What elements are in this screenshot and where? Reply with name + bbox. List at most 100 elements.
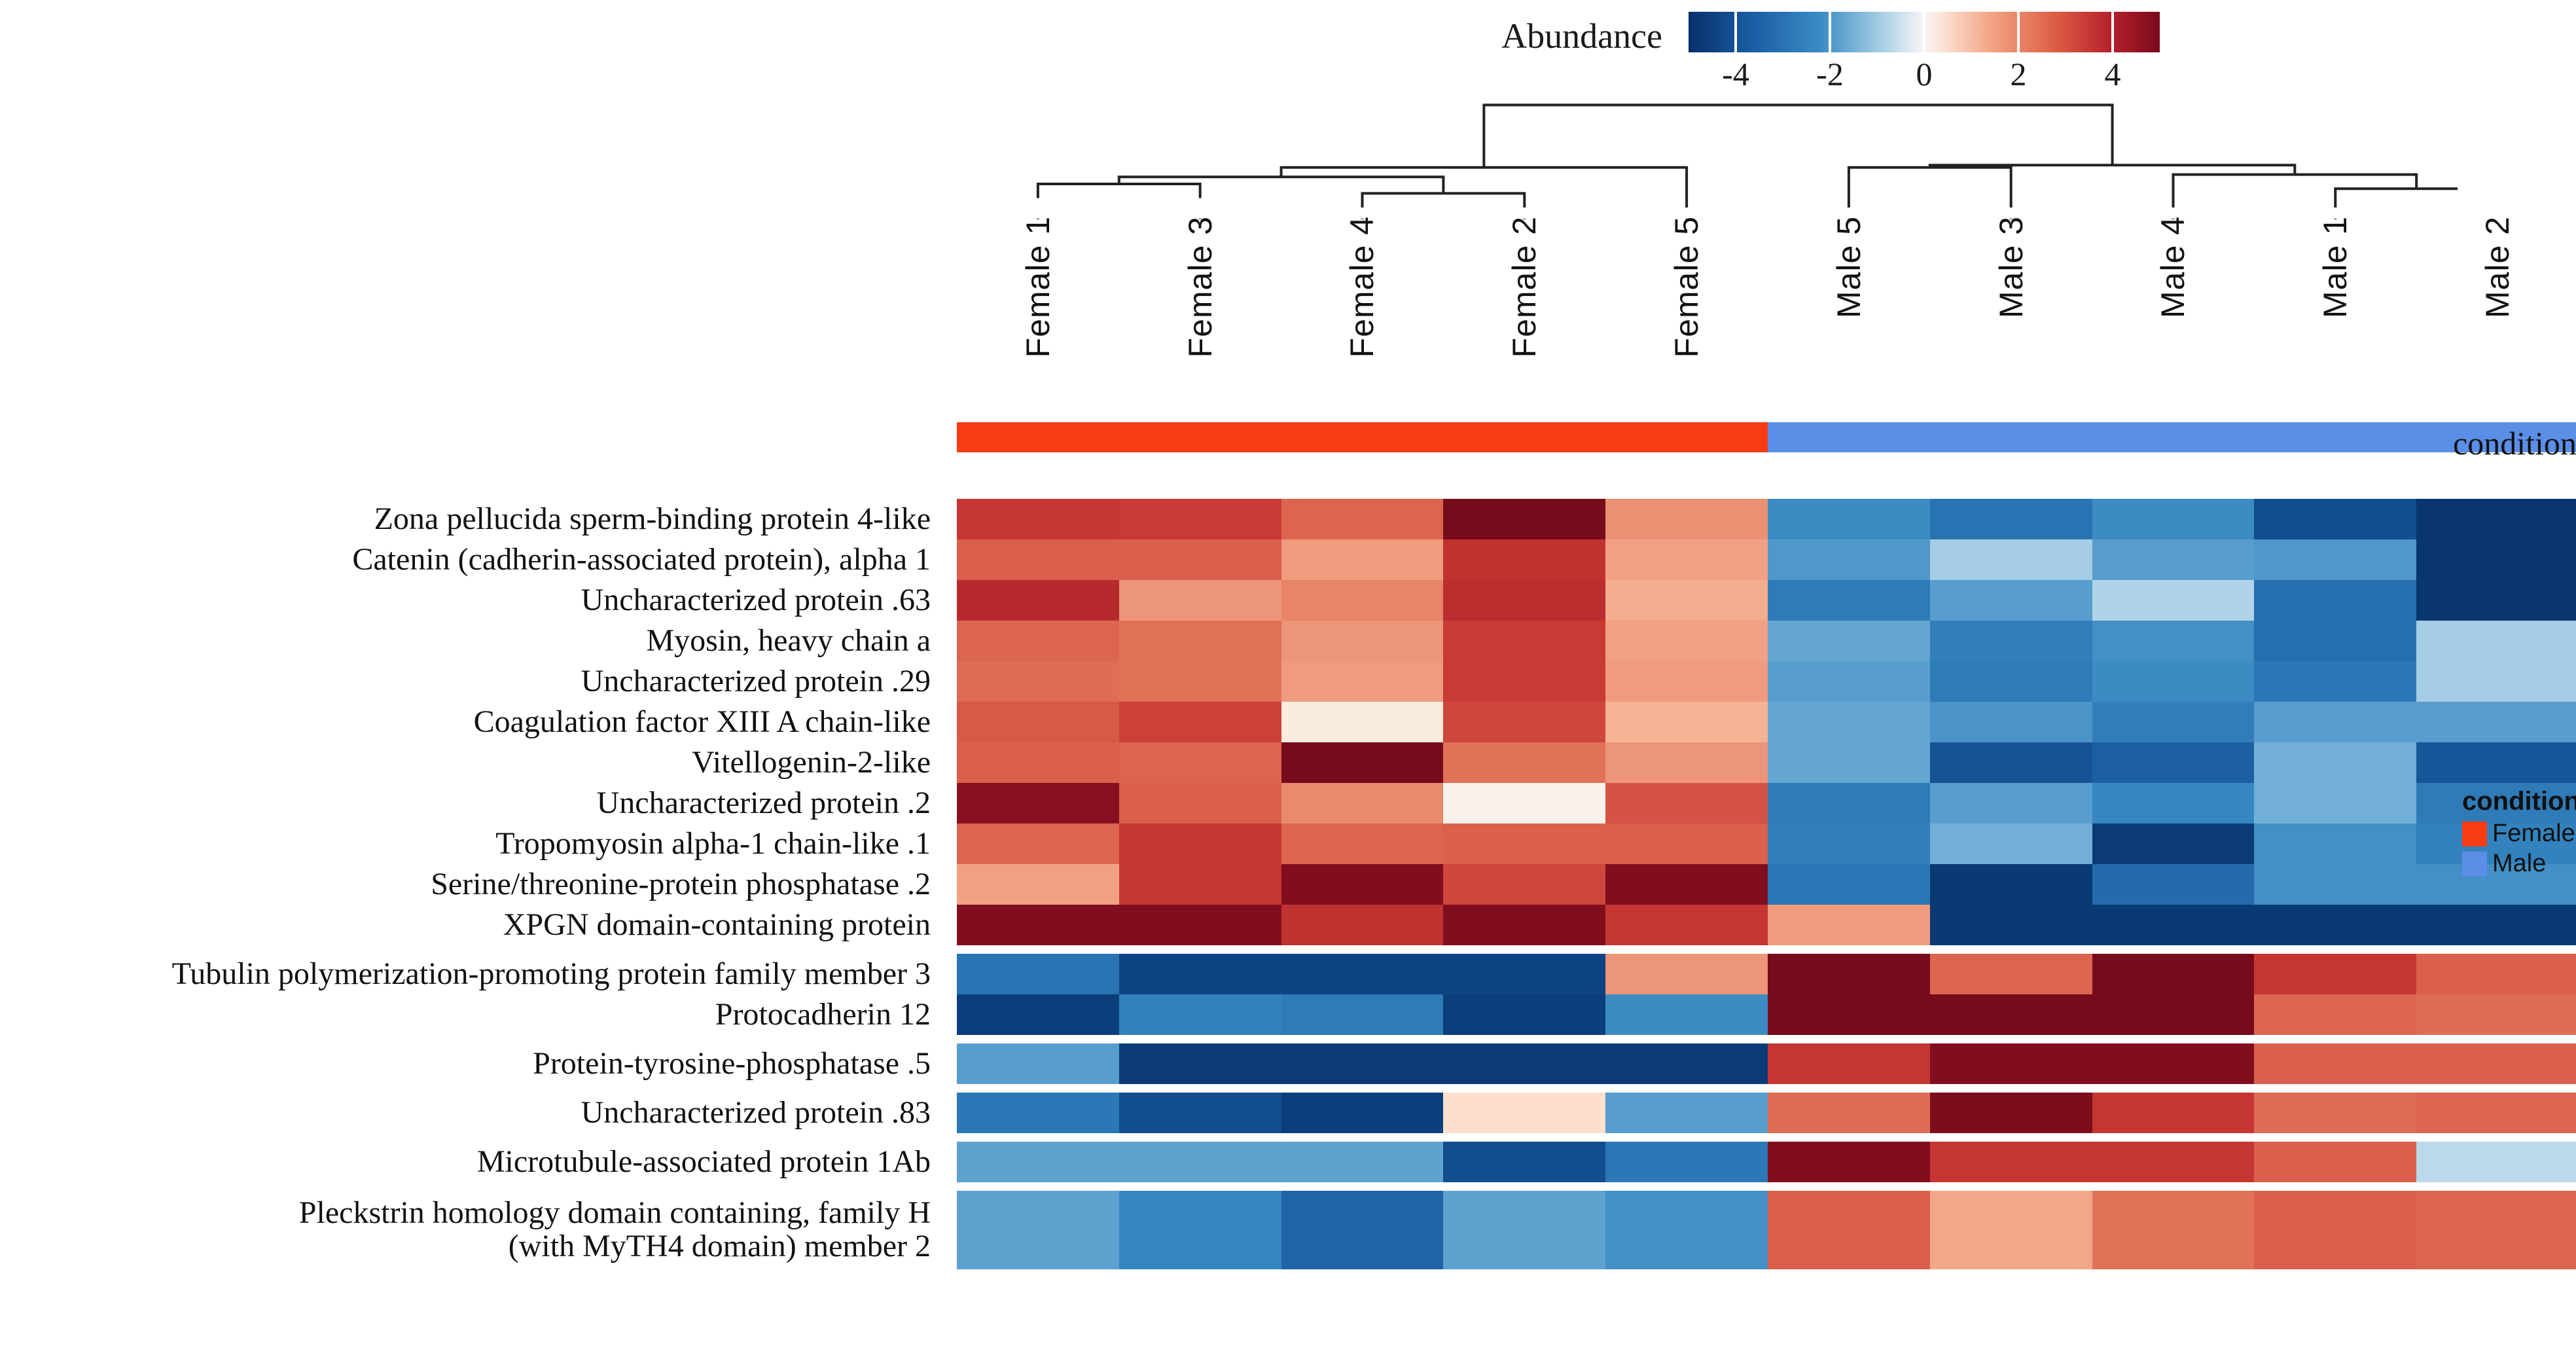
heatmap-cell (957, 499, 1119, 539)
heatmap-cell (2254, 824, 2417, 864)
heatmap-cell (2092, 499, 2255, 539)
column-label-female-1: Female 1 (957, 216, 1119, 403)
heatmap-cell (2416, 580, 2576, 621)
row-label-block-gap (0, 1182, 942, 1191)
heatmap-row (957, 621, 2576, 661)
row-label: Vitellogenin-2-like (0, 742, 942, 783)
heatmap-row (957, 1191, 2576, 1269)
heatmap-cell (1118, 1043, 1281, 1084)
heatmap-cell (1929, 1093, 2092, 1133)
heatmap-cell (957, 1043, 1119, 1084)
column-dendrogram-svg (1036, 103, 2499, 239)
condition-legend-swatch (2462, 821, 2487, 846)
heatmap-cell (1118, 702, 1281, 742)
column-label-male-5: Male 5 (1768, 216, 1930, 403)
heatmap-cell (1929, 783, 2092, 824)
heatmap-cell (1767, 783, 1930, 824)
row-label-text: Myosin, heavy chain a (646, 623, 931, 658)
heatmap-grid (957, 499, 2576, 1269)
heatmap-cell (2092, 702, 2255, 742)
heatmap-cell (2092, 661, 2255, 702)
row-label-text: Protocadherin 12 (715, 998, 931, 1032)
heatmap-cell (1929, 621, 2092, 661)
heatmap-cell (2254, 1191, 2417, 1269)
colorbar-tick (1829, 12, 1831, 52)
row-label: Tropomyosin alpha-1 chain-like .1 (0, 824, 942, 864)
heatmap-cell (957, 1191, 1119, 1269)
heatmap-cell (1281, 1142, 1444, 1182)
heatmap-cell (2416, 1142, 2576, 1182)
heatmap-cell (1929, 824, 2092, 864)
heatmap-cell (1605, 702, 1768, 742)
heatmap-cell (1767, 864, 1930, 905)
heatmap-cell (1443, 1191, 1606, 1269)
heatmap-cell (1767, 1142, 1930, 1182)
heatmap-cell (1929, 702, 2092, 742)
colorbar-tick-label: -2 (1816, 56, 1844, 92)
row-label-text: Tropomyosin alpha-1 chain-like .1 (495, 827, 931, 861)
column-label-female-3: Female 3 (1119, 216, 1281, 403)
row-label-block-gap (0, 1035, 942, 1043)
heatmap-cell (2254, 1142, 2417, 1182)
heatmap-cell (1767, 905, 1930, 945)
row-label-line: Pleckstrin homology domain containing, f… (298, 1195, 931, 1231)
heatmap-block (957, 954, 2576, 1035)
row-label-text: XPGN domain-containing protein (503, 907, 931, 942)
row-label-block: Zona pellucida sperm-binding protein 4-l… (0, 499, 942, 945)
heatmap-cell (1281, 864, 1444, 905)
heatmap-cell (2254, 742, 2417, 783)
column-label-text: Female 1 (1019, 216, 1056, 358)
heatmap-cell (1929, 661, 2092, 702)
heatmap-block-gap (957, 1133, 2576, 1142)
heatmap-cell (2416, 539, 2576, 580)
heatmap-cell (2416, 954, 2576, 994)
row-label-text: Uncharacterized protein .2 (597, 786, 931, 820)
heatmap-cell (1929, 1191, 2092, 1269)
heatmap-cell (1929, 1142, 2092, 1182)
heatmap-cell (1929, 742, 2092, 783)
heatmap-cell (2254, 954, 2417, 994)
heatmap-cell (2416, 783, 2576, 824)
heatmap-cell (2092, 1142, 2255, 1182)
heatmap-cell (2092, 1093, 2255, 1133)
heatmap-cell (2092, 864, 2255, 905)
heatmap-cell (1118, 994, 1281, 1035)
heatmap-cell (1118, 1142, 1281, 1182)
row-label-block-gap (0, 1133, 942, 1142)
heatmap-cell (2092, 824, 2255, 864)
heatmap-cell (957, 580, 1119, 621)
row-label-line: Uncharacterized protein .83 (581, 1095, 931, 1130)
row-label: Zona pellucida sperm-binding protein 4-l… (0, 499, 942, 539)
heatmap-row (957, 702, 2576, 742)
column-label-male-3: Male 3 (1930, 216, 2092, 403)
heatmap-cell (1443, 742, 1606, 783)
heatmap-row (957, 580, 2576, 621)
row-label-block: Microtubule-associated protein 1Ab (0, 1142, 942, 1182)
column-label-text: Male 2 (2479, 216, 2516, 319)
row-label-line: Serine/threonine-protein phosphatase .2 (431, 866, 931, 901)
heatmap-block-gap (957, 1035, 2576, 1043)
heatmap-cell (1443, 661, 1606, 702)
column-label-text: Female 4 (1344, 216, 1381, 358)
condition-legend-title: condition (2462, 787, 2576, 816)
heatmap-cell (1605, 621, 1768, 661)
heatmap-cell (1605, 661, 1768, 702)
row-label-line: XPGN domain-containing protein (503, 907, 931, 942)
dendrogram-link (2172, 173, 2418, 208)
dendrogram-link (2334, 187, 2499, 208)
heatmap-row (957, 994, 2576, 1035)
heatmap-cell (2254, 580, 2417, 621)
heatmap-cell (957, 539, 1119, 580)
row-label-line: Myosin, heavy chain a (646, 623, 931, 658)
heatmap-cell (1443, 1043, 1606, 1084)
column-label-male-1: Male 1 (2254, 216, 2416, 403)
row-label: Uncharacterized protein .83 (0, 1093, 942, 1133)
heatmap-cell (957, 864, 1119, 905)
heatmap-cell (1767, 1043, 1930, 1084)
heatmap-cell (1767, 1093, 1930, 1133)
heatmap-cell (1605, 864, 1768, 905)
heatmap-row (957, 1093, 2576, 1133)
